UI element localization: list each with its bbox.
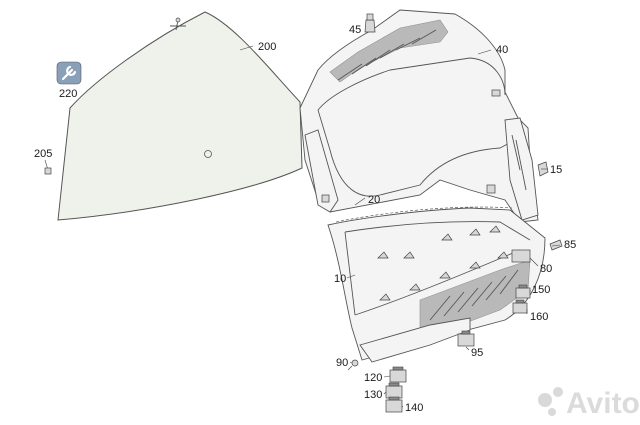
callout-40: 40 <box>496 44 508 56</box>
clip-205 <box>44 159 52 175</box>
callout-15: 15 <box>550 164 562 176</box>
callout-20: 20 <box>368 194 380 206</box>
callout-90: 90 <box>336 357 348 369</box>
watermark-text: Avito <box>566 387 640 420</box>
bracket-95 <box>457 330 475 347</box>
clip-90 <box>347 359 359 371</box>
callout-120: 120 <box>364 372 382 384</box>
clip-45 <box>364 13 376 33</box>
callout-140: 140 <box>405 402 423 414</box>
callout-220: 220 <box>59 88 77 100</box>
callout-205: 205 <box>34 148 52 160</box>
bracket-80 <box>511 249 531 263</box>
callout-150: 150 <box>532 284 550 296</box>
rear-window-glass <box>57 11 303 221</box>
clip-85 <box>549 239 563 251</box>
bracket-130 <box>385 382 403 399</box>
watermark-logo: Avito <box>538 387 640 420</box>
callout-200: 200 <box>258 41 276 53</box>
seal-strip <box>335 206 513 223</box>
callout-80: 80 <box>540 263 552 275</box>
bracket-140 <box>385 396 403 413</box>
bracket-120 <box>389 366 407 383</box>
upper-trim-panel <box>299 9 539 223</box>
callout-85: 85 <box>564 239 576 251</box>
lower-tailgate-trim <box>327 207 546 363</box>
leader-lines <box>239 45 561 408</box>
bracket-150 <box>515 284 531 299</box>
wrench-icon <box>56 61 82 85</box>
callout-95: 95 <box>471 347 483 359</box>
callout-45: 45 <box>349 24 361 36</box>
callout-160: 160 <box>530 311 548 323</box>
bracket-160 <box>512 299 528 314</box>
callout-10: 10 <box>334 273 346 285</box>
callout-130: 130 <box>364 389 382 401</box>
